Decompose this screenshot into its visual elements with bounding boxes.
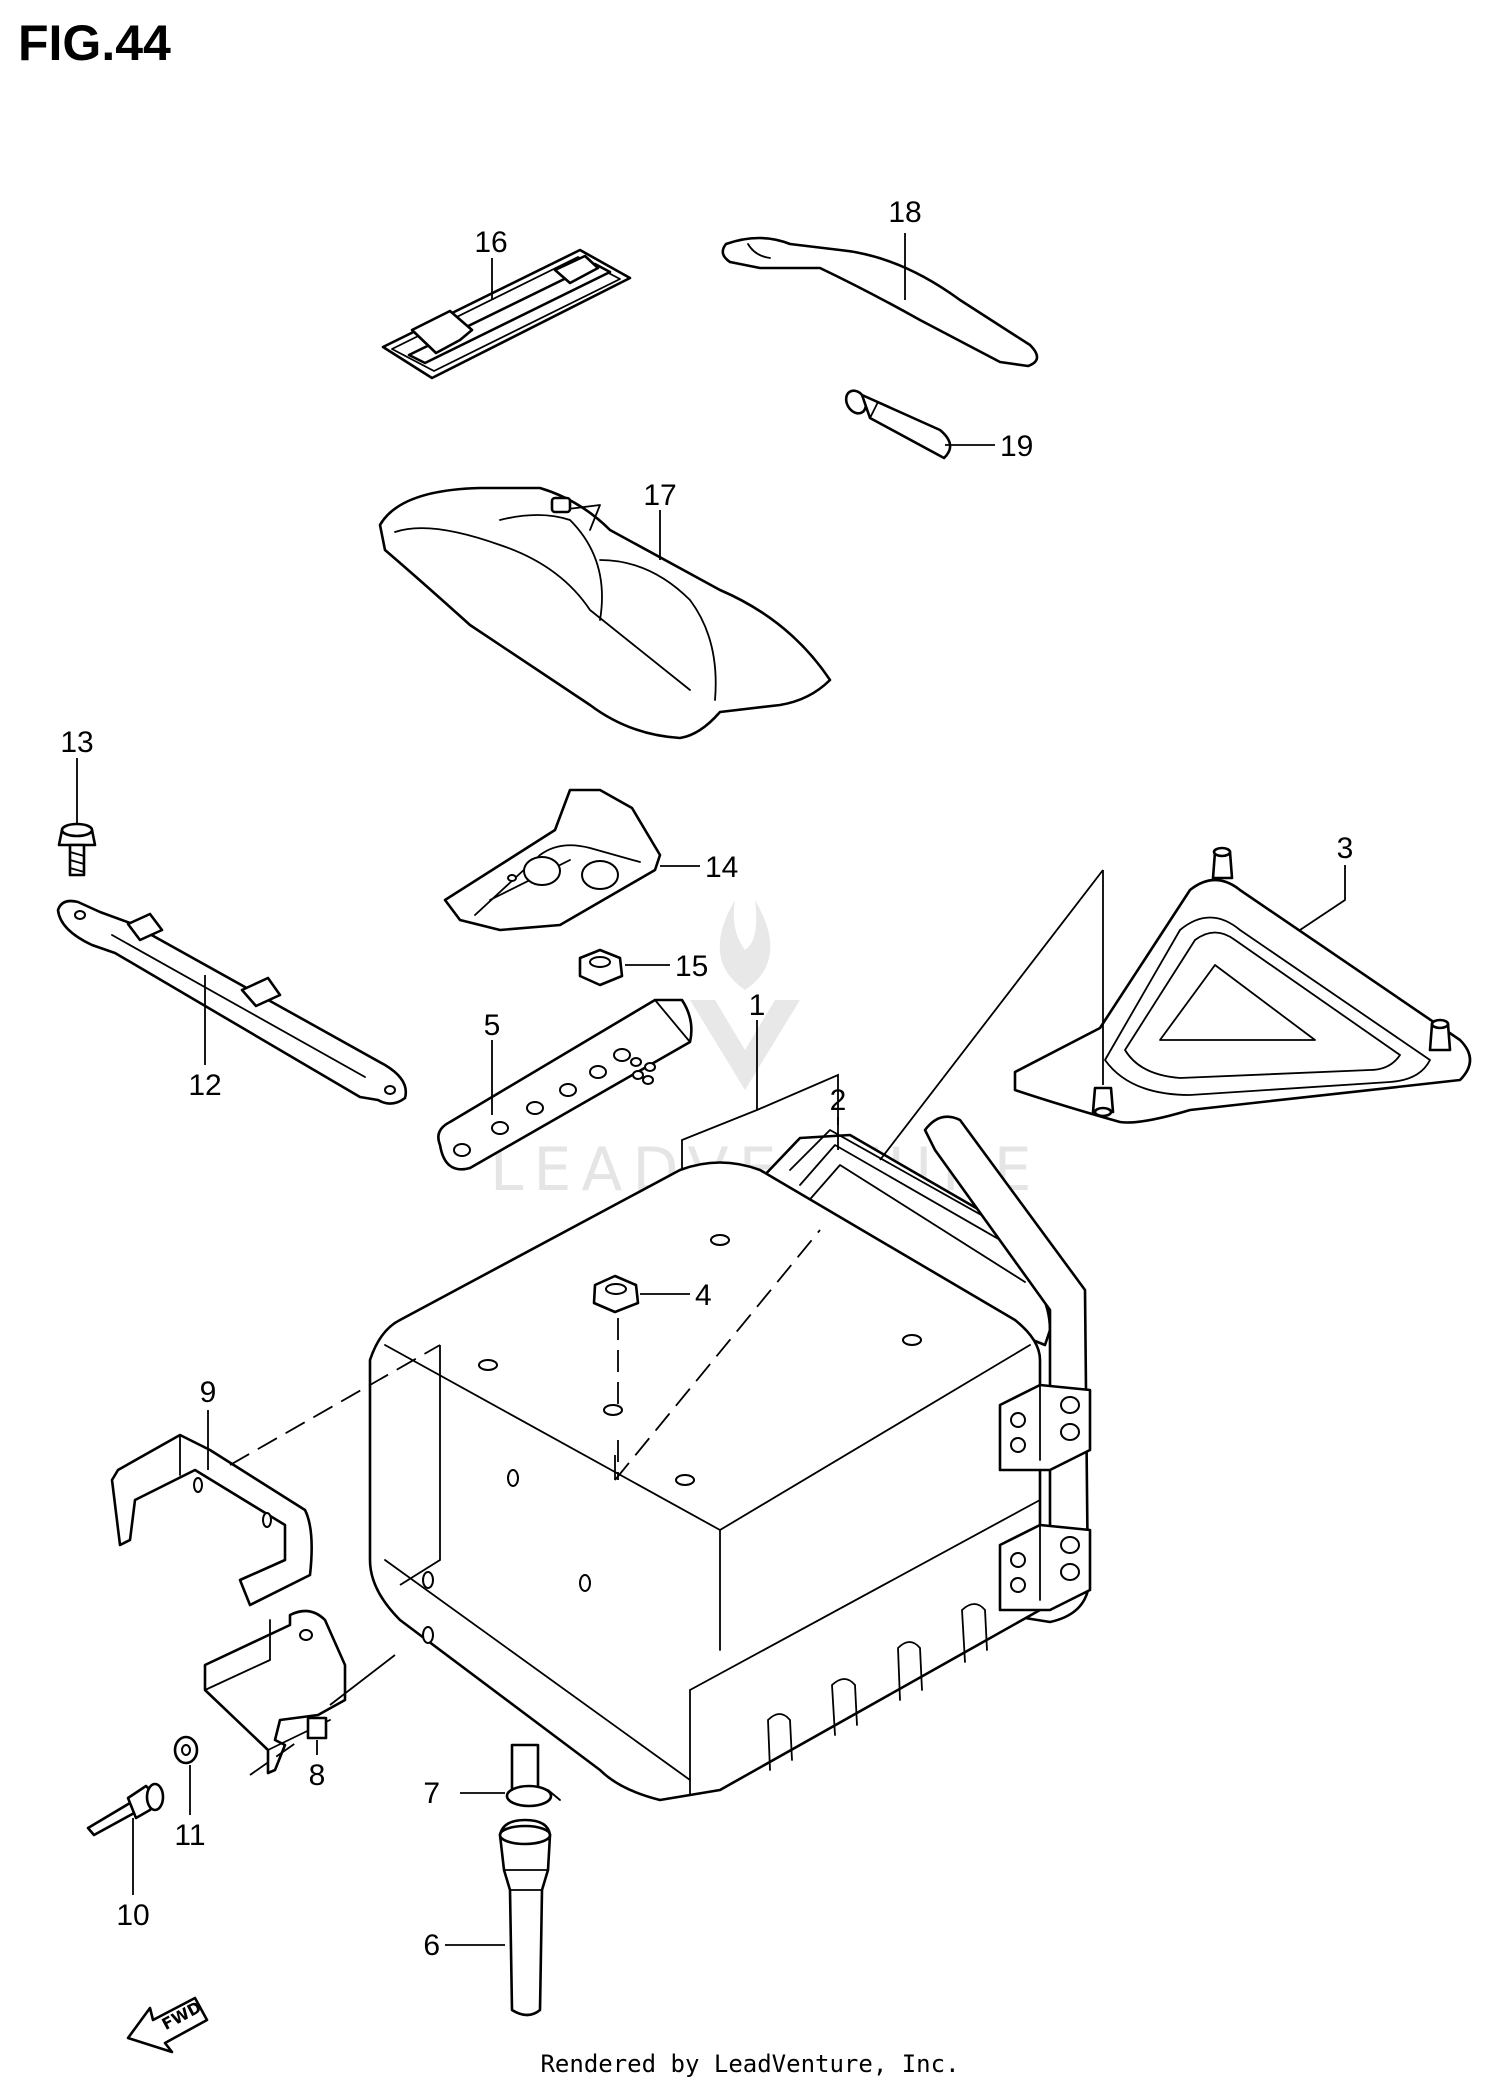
callout-6: 6 <box>423 1929 440 1962</box>
callout-13: 13 <box>60 726 93 759</box>
part-14-bracket-plate[interactable] <box>443 788 662 932</box>
part-15-nut[interactable] <box>578 948 624 987</box>
part-3-triangular-frame[interactable] <box>1013 846 1472 1124</box>
figure-title: FIG.44 <box>18 15 171 71</box>
fwd-direction-arrow: FWD <box>126 1996 209 2054</box>
callout-labels: 16 18 19 17 13 12 14 15 5 1 2 3 4 9 8 7 … <box>60 196 1353 1962</box>
callout-2: 2 <box>830 1084 847 1117</box>
part-6-drain-fitting[interactable] <box>498 1818 552 2017</box>
callout-1: 1 <box>749 989 766 1022</box>
callout-12: 12 <box>188 1069 221 1102</box>
callout-8: 8 <box>309 1759 326 1792</box>
callout-15: 15 <box>675 950 708 983</box>
part-5-perforated-bar[interactable] <box>437 998 693 1171</box>
callout-4: 4 <box>695 1279 712 1312</box>
part-1-battery-box[interactable] <box>368 1115 1092 1802</box>
part-13-bolt[interactable] <box>57 822 97 877</box>
callout-18: 18 <box>888 196 921 229</box>
callout-19: 19 <box>1000 430 1033 463</box>
callout-17: 17 <box>643 479 676 512</box>
callout-9: 9 <box>200 1376 217 1409</box>
part-11-washer[interactable] <box>173 1735 199 1765</box>
part-4-nut[interactable] <box>592 1274 640 1314</box>
leader-lines <box>76 233 1346 1946</box>
footer-credit: Rendered by LeadVenture, Inc. <box>540 2050 959 2078</box>
part-19-plug[interactable] <box>842 387 952 460</box>
callout-10: 10 <box>116 1899 149 1932</box>
part-7-o-ring[interactable] <box>505 1784 561 1808</box>
part-17-tool-bag[interactable] <box>378 486 832 740</box>
callout-5: 5 <box>484 1009 501 1042</box>
callout-14: 14 <box>705 851 738 884</box>
callout-7: 7 <box>423 1777 440 1810</box>
part-16-battery-strap[interactable] <box>381 248 632 380</box>
callout-16: 16 <box>474 226 507 259</box>
part-10-rivet[interactable] <box>86 1782 165 1837</box>
callout-3: 3 <box>1337 832 1354 865</box>
part-12-bracket-bar[interactable] <box>56 899 408 1105</box>
part-18-spanner-wrench[interactable] <box>721 236 1039 368</box>
part-9-bracket[interactable] <box>110 1433 313 1607</box>
callout-11: 11 <box>174 1819 205 1852</box>
part-8-clamp-bracket[interactable] <box>203 1609 347 1775</box>
